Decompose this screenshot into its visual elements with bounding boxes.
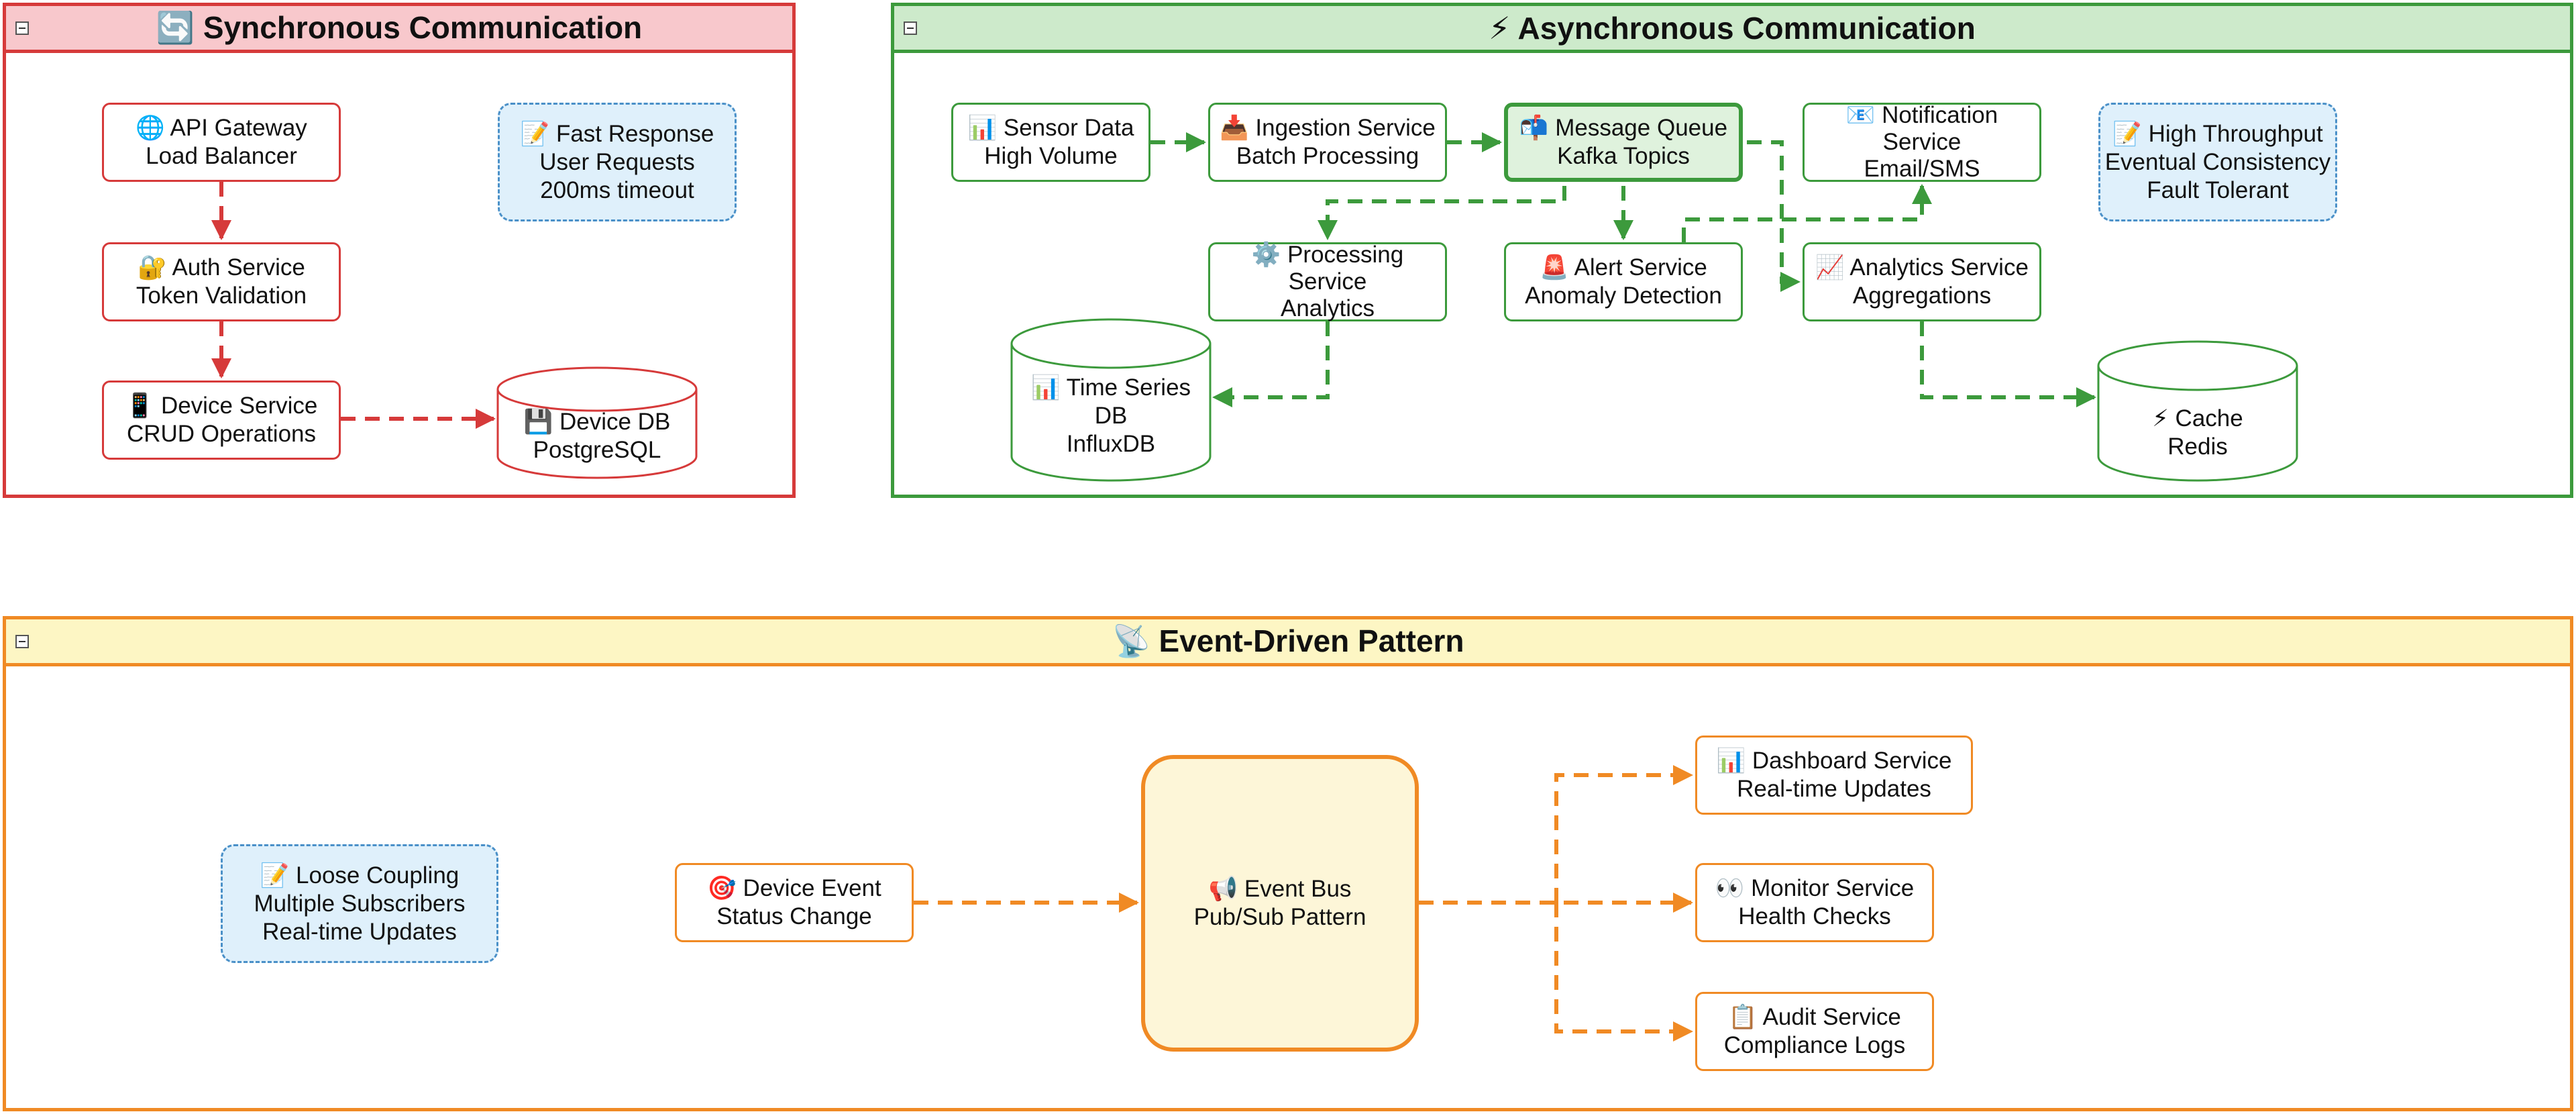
api-gateway-label: 🌐 API Gateway <box>136 115 307 141</box>
analytics-service-label: 📈 Analytics Service <box>1815 254 2029 281</box>
async-group-header: ⚡ Asynchronous Communication <box>894 6 2570 53</box>
notification-service-node[interactable]: 📧 Notification Service Email/SMS <box>1803 102 2041 182</box>
edge-processing-timeseries <box>1212 321 1330 407</box>
event-edges <box>914 765 1693 1042</box>
sensor-data-sublabel: High Volume <box>984 143 1118 169</box>
processing-service-node[interactable]: ⚙️ Processing Service Analytics <box>1208 242 1447 321</box>
edge-queue-analytics <box>1747 140 1801 292</box>
cache-title: ⚡ Cache <box>2152 405 2243 432</box>
message-queue-label: 📬 Message Queue <box>1519 115 1728 141</box>
message-queue-sublabel: Kafka Topics <box>1557 143 1690 169</box>
api-gateway-sublabel: Load Balancer <box>146 143 297 169</box>
sync-note: 📝 Fast Response User Requests 200ms time… <box>498 103 737 221</box>
sensor-data-label: 📊 Sensor Data <box>967 115 1134 141</box>
edge-queue-processing <box>1318 186 1566 240</box>
sync-collapse-icon[interactable] <box>15 21 29 35</box>
edge-bus-audit <box>1554 903 1693 1042</box>
device-service-label: 📱 Device Service <box>125 393 318 419</box>
async-note-line-2: Eventual Consistency <box>2104 148 2331 175</box>
processing-service-label: ⚙️ Processing <box>1251 242 1404 268</box>
edge-alert-notification <box>1682 184 1932 242</box>
monitor-service-node[interactable]: 👀 Monitor Service Health Checks <box>1695 863 1934 942</box>
edge-analytics-cache <box>1920 321 2096 407</box>
device-event-label: 🎯 Device Event <box>707 875 881 901</box>
api-gateway-node[interactable]: 🌐 API Gateway Load Balancer <box>102 103 341 182</box>
dashboard-service-sublabel: Real-time Updates <box>1737 776 1931 802</box>
timeseries-db-title: 📊 Time Series <box>1030 374 1191 401</box>
event-group: 📡 Event-Driven Pattern <box>3 616 2573 1111</box>
audit-service-sublabel: Compliance Logs <box>1723 1032 1906 1058</box>
device-db-subtitle: PostgreSQL <box>533 437 661 463</box>
sync-group: 🔄 Synchronous Communication <box>3 3 796 498</box>
timeseries-db-cylinder[interactable] <box>1010 318 1212 482</box>
sync-note-line-3: 200ms timeout <box>540 176 694 203</box>
audit-service-label: 📋 Audit Service <box>1728 1004 1901 1030</box>
async-edges <box>1150 132 2096 407</box>
async-collapse-icon[interactable] <box>904 21 917 35</box>
timeseries-db-subtitle: InfluxDB <box>1066 431 1156 457</box>
notification-service-sublabel: Email/SMS <box>1864 156 1980 182</box>
sensor-data-node[interactable]: 📊 Sensor Data High Volume <box>951 103 1150 182</box>
alert-service-node[interactable]: 🚨 Alert Service Anomaly Detection <box>1504 242 1743 321</box>
auth-service-label: 🔐 Auth Service <box>138 254 305 281</box>
timeseries-db-label: 📊 Time Series DB InfluxDB <box>1012 349 1210 483</box>
async-group-title: ⚡ Asynchronous Communication <box>1489 10 1976 46</box>
auth-service-sublabel: Token Validation <box>136 283 307 309</box>
monitor-service-label: 👀 Monitor Service <box>1715 875 1915 901</box>
event-bus-node[interactable]: 📢 Event Bus Pub/Sub Pattern <box>1141 755 1419 1052</box>
device-db-label: 💾 Device DB PostgreSQL <box>498 389 696 483</box>
processing-service-sublabel: Analytics <box>1280 295 1375 321</box>
sync-note-line-1: 📝 Fast Response <box>520 120 714 147</box>
device-service-node[interactable]: 📱 Device Service CRUD Operations <box>102 381 341 460</box>
processing-service-label-2: Service <box>1288 268 1367 295</box>
event-bus-label: 📢 Event Bus <box>1208 876 1352 902</box>
notification-service-label: 📧 Notification <box>1845 102 1998 128</box>
dashboard-service-node[interactable]: 📊 Dashboard Service Real-time Updates <box>1695 736 1973 815</box>
ingestion-service-label: 📥 Ingestion Service <box>1220 115 1436 141</box>
ingestion-service-node[interactable]: 📥 Ingestion Service Batch Processing <box>1208 103 1447 182</box>
sync-group-header: 🔄 Synchronous Communication <box>6 6 792 53</box>
async-note-line-3: Fault Tolerant <box>2147 176 2289 203</box>
device-service-sublabel: CRUD Operations <box>126 421 317 447</box>
event-note-line-2: Multiple Subscribers <box>254 890 466 917</box>
event-note: 📝 Loose Coupling Multiple Subscribers Re… <box>221 844 498 963</box>
event-group-header: 📡 Event-Driven Pattern <box>6 619 2570 666</box>
event-collapse-icon[interactable] <box>15 634 29 648</box>
message-queue-node[interactable]: 📬 Message Queue Kafka Topics <box>1504 103 1743 182</box>
dashboard-service-label: 📊 Dashboard Service <box>1716 748 1952 774</box>
event-group-title: 📡 Event-Driven Pattern <box>1112 623 1464 658</box>
cache-subtitle: Redis <box>2167 434 2228 460</box>
cache-label: ⚡ Cache Redis <box>2098 366 2297 500</box>
event-bus-sublabel: Pub/Sub Pattern <box>1193 904 1366 930</box>
alert-service-label: 🚨 Alert Service <box>1540 254 1707 281</box>
device-event-node[interactable]: 🎯 Device Event Status Change <box>675 863 914 942</box>
async-group: ⚡ Asynchronous Communication <box>891 3 2573 498</box>
timeseries-db-title-2: DB <box>1094 403 1128 429</box>
edge-bus-dashboard <box>1554 765 1693 903</box>
event-note-line-1: 📝 Loose Coupling <box>260 862 460 889</box>
audit-service-node[interactable]: 📋 Audit Service Compliance Logs <box>1695 992 1934 1071</box>
async-note: 📝 High Throughput Eventual Consistency F… <box>2098 103 2337 221</box>
sync-edges <box>211 182 496 429</box>
sync-group-title: 🔄 Synchronous Communication <box>156 10 643 45</box>
device-db-title: 💾 Device DB <box>523 409 671 435</box>
ingestion-service-sublabel: Batch Processing <box>1236 143 1419 169</box>
async-note-line-1: 📝 High Throughput <box>2112 120 2323 147</box>
notification-service-label-2: Service <box>1882 129 1962 155</box>
cache-cylinder[interactable] <box>2097 340 2298 482</box>
auth-service-node[interactable]: 🔐 Auth Service Token Validation <box>102 242 341 321</box>
device-db-cylinder[interactable] <box>496 366 698 479</box>
analytics-service-node[interactable]: 📈 Analytics Service Aggregations <box>1803 242 2041 321</box>
sync-note-line-2: User Requests <box>539 148 695 175</box>
alert-service-sublabel: Anomaly Detection <box>1525 283 1722 309</box>
device-event-sublabel: Status Change <box>716 903 872 929</box>
monitor-service-sublabel: Health Checks <box>1738 903 1891 929</box>
event-note-line-3: Real-time Updates <box>262 918 457 945</box>
analytics-service-sublabel: Aggregations <box>1852 283 1992 309</box>
